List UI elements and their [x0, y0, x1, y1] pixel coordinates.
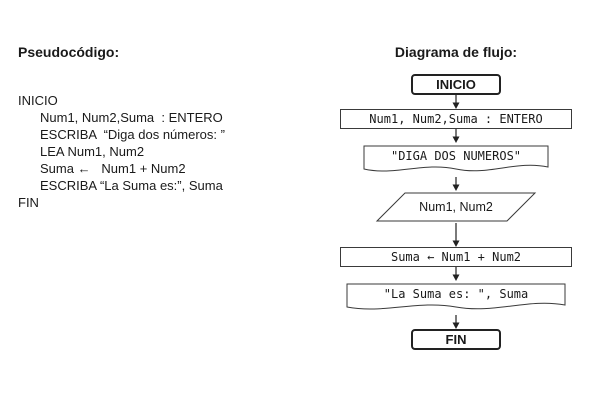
pseudocode-title: Pseudocódigo: — [18, 44, 120, 60]
flowchart-node-label: "La Suma es: ", Suma — [384, 287, 529, 301]
flowchart-node-label: Num1, Num2 — [419, 200, 493, 214]
flowchart-section: Diagrama de flujo: INICIO Num1, Num2,Sum… — [322, 44, 590, 350]
flowchart-node-input: Num1, Num2 — [375, 192, 537, 222]
arrow-down-icon — [452, 177, 460, 191]
arrow-down-icon — [452, 267, 460, 281]
flowchart: INICIO Num1, Num2,Suma : ENTERO "DIGA DO… — [340, 74, 572, 350]
pseudocode-line: INICIO — [18, 93, 58, 108]
flowchart-node-declare: Num1, Num2,Suma : ENTERO — [340, 109, 572, 129]
pseudocode-block: INICIO Num1, Num2,Suma : ENTERO ESCRIBA … — [18, 92, 318, 211]
arrow-down-icon — [452, 129, 460, 143]
flowchart-node-assign: Suma ← Num1 + Num2 — [340, 247, 572, 267]
pseudocode-line: LEA Num1, Num2 — [40, 144, 145, 159]
flowchart-node-label: "DIGA DOS NUMEROS" — [391, 149, 521, 163]
flowchart-node-output-result: "La Suma es: ", Suma — [346, 283, 566, 310]
pseudocode-line: ESCRIBA “La Suma es:”, Suma — [40, 178, 223, 193]
pseudocode-line: Suma ← Num1 + Num2 — [40, 161, 186, 176]
flowchart-node-start: INICIO — [411, 74, 501, 95]
flowchart-node-end: FIN — [411, 329, 501, 350]
arrow-down-icon — [452, 95, 460, 109]
flowchart-title: Diagrama de flujo: — [394, 44, 518, 60]
pseudocode-line: FIN — [18, 195, 39, 210]
arrow-down-icon — [452, 223, 460, 247]
pseudocode-line: ESCRIBA “Diga dos números: ” — [40, 127, 225, 142]
pseudocode-section: Pseudocódigo: INICIO Num1, Num2,Suma : E… — [18, 44, 318, 211]
pseudocode-line: Num1, Num2,Suma : ENTERO — [40, 110, 223, 125]
flowchart-node-output-prompt: "DIGA DOS NUMEROS" — [363, 145, 549, 172]
arrow-down-icon — [452, 315, 460, 329]
